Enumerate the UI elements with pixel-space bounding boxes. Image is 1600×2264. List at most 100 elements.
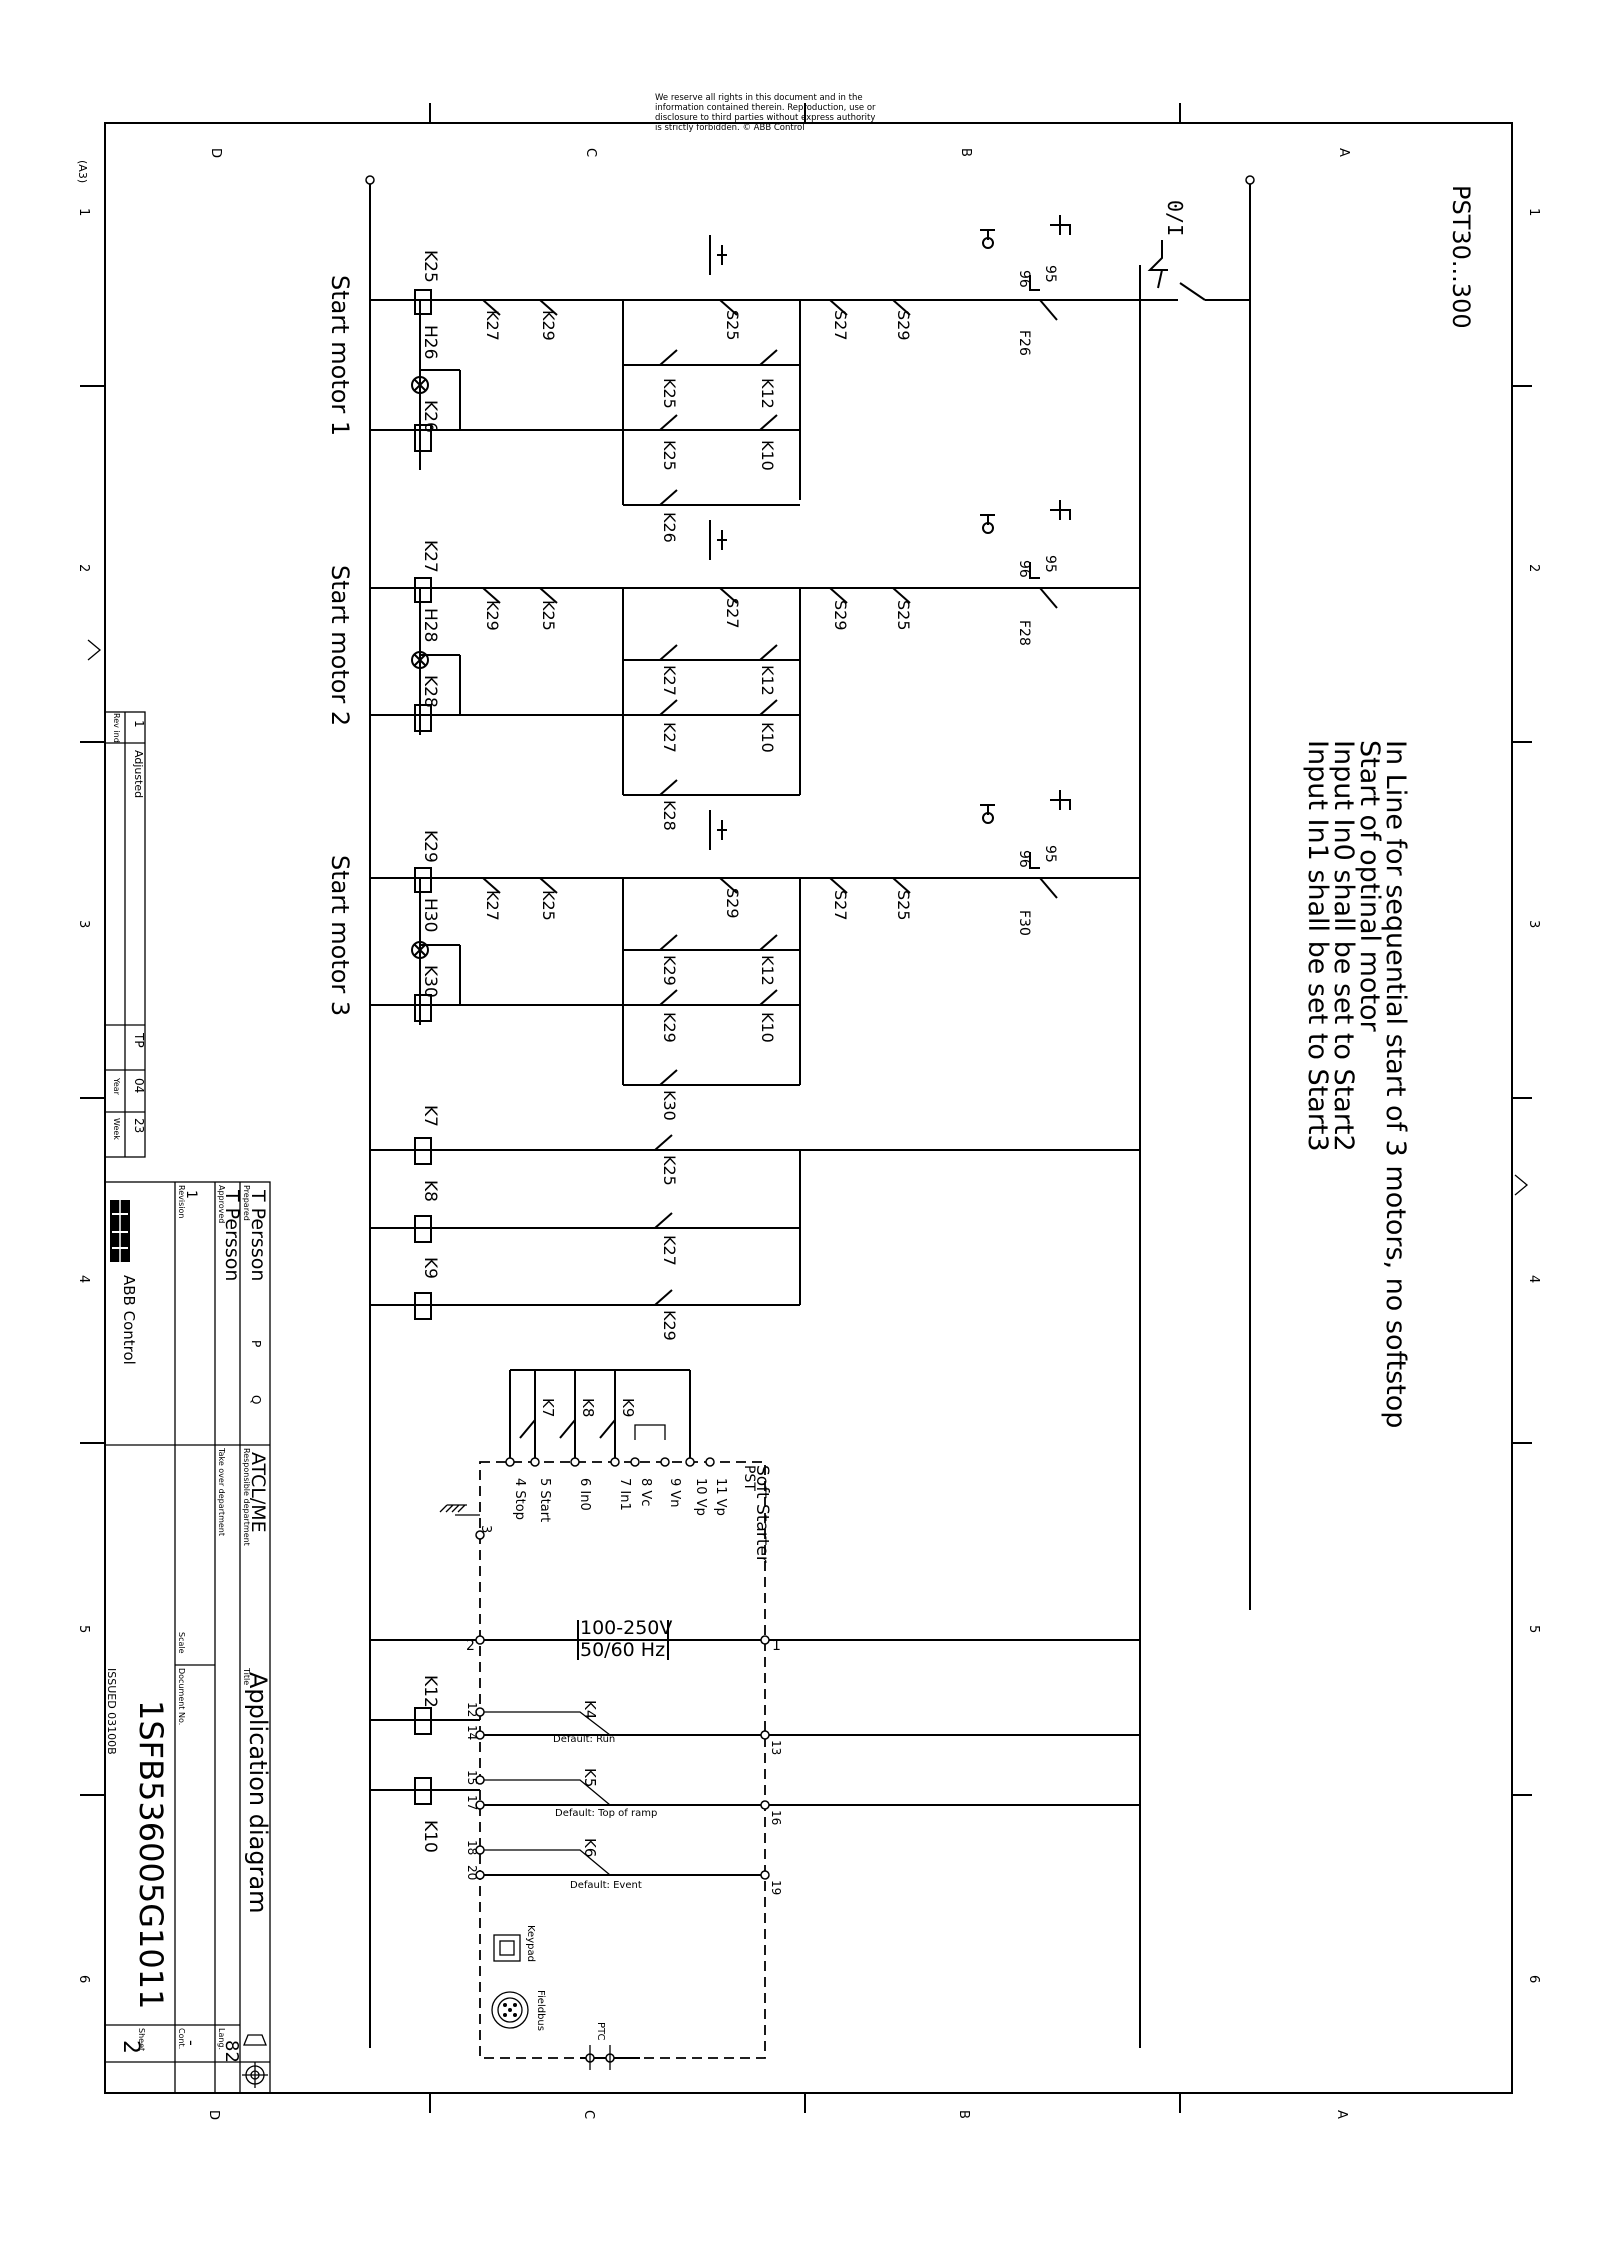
output-tb-2: 17 bbox=[465, 1795, 479, 1810]
prepared-name: T Persson bbox=[247, 1189, 269, 1281]
terminal-9: 9 Vn bbox=[667, 1478, 682, 1508]
output-label-2: Default: Top of ramp bbox=[555, 1808, 657, 1819]
zone-row-left-5: 5 bbox=[76, 1625, 91, 1633]
terminal-8: 8 Vc bbox=[638, 1478, 653, 1506]
stop-label-3b: S25 bbox=[894, 890, 913, 921]
stop-label-1b: S29 bbox=[894, 310, 913, 341]
revision-value: 1 bbox=[183, 1190, 199, 1199]
responsible-label: Responsible department bbox=[242, 1448, 251, 1546]
code-p: P bbox=[249, 1340, 263, 1347]
product-name: PST30...300 bbox=[1447, 185, 1475, 329]
lang-label: Lang. bbox=[217, 2028, 226, 2050]
zone-row-right-4: 4 bbox=[1526, 1275, 1541, 1283]
rev-year-label: Year bbox=[112, 1077, 121, 1096]
output-tout-3: 19 bbox=[769, 1880, 783, 1895]
lamp-label-2: H28 bbox=[420, 608, 440, 642]
sheet-value: 2 bbox=[118, 2040, 143, 2054]
zone-col-top-3: B bbox=[958, 148, 973, 157]
terminal-10: 10 Vp bbox=[693, 1478, 708, 1516]
fuse-a-1: 95 bbox=[1042, 265, 1058, 283]
output-tb-3: 20 bbox=[465, 1865, 479, 1880]
lamp-label-3: H30 bbox=[420, 898, 440, 932]
fuse-b-2: 96 bbox=[1016, 560, 1032, 578]
rev-week-label: Week bbox=[112, 1118, 121, 1140]
output-ta-1: 12 bbox=[465, 1702, 479, 1717]
zone-row-left-4: 4 bbox=[76, 1275, 91, 1283]
rev-description: Adjusted bbox=[132, 750, 145, 798]
notice-line-1: We reserve all rights in this document a… bbox=[655, 93, 863, 103]
terminal-5: 5 Start bbox=[537, 1478, 552, 1522]
relay-coil-k9: K9 bbox=[420, 1257, 440, 1279]
stop-label-1a: S27 bbox=[831, 310, 850, 341]
zone-row-right-2: 2 bbox=[1526, 564, 1541, 572]
terminal-11: 11 Vp bbox=[713, 1478, 728, 1516]
ptc-label: PTC bbox=[595, 2022, 606, 2041]
motor-label-1: Start motor 1 bbox=[326, 275, 354, 436]
ss-input-k9: K9 bbox=[619, 1398, 637, 1417]
relay-label-1a: K25 bbox=[660, 440, 679, 471]
output-contact-2: K5 bbox=[581, 1768, 599, 1787]
coil-label-2: K27 bbox=[420, 540, 440, 573]
responsible-dept: ATCL/ME bbox=[247, 1452, 269, 1533]
zone-column-labels: D C B A D C B A bbox=[206, 148, 1351, 2120]
ground-terminal: 3 bbox=[478, 1525, 493, 1533]
coil-label-1: K25 bbox=[420, 250, 440, 283]
series-label-1a: K27 bbox=[483, 310, 502, 341]
holding-label-2a: K27 bbox=[660, 665, 679, 696]
aux-label-3: K30 bbox=[420, 965, 440, 998]
fuse-a-2: 95 bbox=[1042, 555, 1058, 573]
zone-arrow-left bbox=[87, 639, 102, 661]
revision-table: 1 Rev ind Adjusted TP 04 Year 23 Week bbox=[104, 711, 146, 1158]
pushbutton-label-2: S27 bbox=[723, 598, 742, 629]
supply-voltage: 100-250V bbox=[580, 1617, 672, 1639]
main-switch-label: 0/I bbox=[1163, 200, 1187, 236]
holding-label-3b: K12 bbox=[758, 955, 777, 986]
output-tout-2: 16 bbox=[769, 1810, 783, 1825]
notice-line-3: disclosure to third parties without expr… bbox=[655, 113, 875, 123]
note-line-4: Input In1 shall be set to Start3 bbox=[1302, 740, 1333, 1152]
output-ta-3: 18 bbox=[465, 1840, 479, 1855]
output-tout-1: 13 bbox=[769, 1740, 783, 1755]
takeover-label: Take over department bbox=[217, 1447, 226, 1536]
note-line-2: Start of optinal motor bbox=[1354, 740, 1385, 1033]
holding-label-1a: K25 bbox=[660, 378, 679, 409]
note-line-3: Input In0 shall be set to Start2 bbox=[1328, 740, 1359, 1152]
series-label-2a: K29 bbox=[483, 600, 502, 631]
supply-buses bbox=[365, 175, 1255, 2048]
sheet-size-label: (A3) bbox=[76, 160, 89, 183]
rev-label: Rev ind bbox=[112, 713, 121, 743]
rev-value: 1 bbox=[132, 720, 146, 728]
output-label-1: Default: Run bbox=[553, 1734, 615, 1745]
lower-label-1: K26 bbox=[660, 512, 679, 543]
holding-label-2b: K12 bbox=[758, 665, 777, 696]
sheet-label: Sheet bbox=[137, 2028, 146, 2051]
zone-row-left-2: 2 bbox=[76, 564, 91, 572]
issued-code: ISSUED 03100B bbox=[105, 1668, 118, 1755]
pushbutton-label-3: S29 bbox=[723, 888, 742, 919]
series-label-2b: K25 bbox=[539, 600, 558, 631]
supply-terminal-right: 1 bbox=[772, 1638, 781, 1654]
document-number: 1SFB536005G1011 bbox=[132, 1700, 170, 2009]
projection-icon bbox=[242, 2034, 268, 2088]
series-label-3b: K25 bbox=[539, 890, 558, 921]
rev-year: 04 bbox=[132, 1078, 146, 1093]
output-label-3: Default: Event bbox=[570, 1880, 642, 1891]
notice-line-4: is strictly forbidden. © ABB Control bbox=[655, 123, 805, 133]
title-block: ABB Control Prepared T Persson P Q Appro… bbox=[104, 1181, 272, 2094]
revision-label: Revision bbox=[177, 1185, 186, 1218]
motor-label-2: Start motor 2 bbox=[326, 565, 354, 726]
terminal-6: 6 In0 bbox=[577, 1478, 592, 1511]
relay-contact-k27: K27 bbox=[660, 1235, 679, 1266]
motor-label-3: Start motor 3 bbox=[326, 855, 354, 1016]
soft-starter-subtitle: PST bbox=[741, 1465, 757, 1491]
prepared-label: Prepared bbox=[242, 1185, 251, 1221]
zone-row-right-6: 6 bbox=[1526, 1975, 1541, 1983]
zone-col-bottom-4: A bbox=[1334, 2110, 1349, 2119]
zone-row-right-5: 5 bbox=[1526, 1625, 1541, 1633]
lang-value: 82 bbox=[221, 2040, 242, 2063]
cont-value: - bbox=[182, 2040, 201, 2046]
fuse-label-2: F28 bbox=[1016, 620, 1032, 646]
lower-label-3: K30 bbox=[660, 1090, 679, 1121]
series-label-1b: K29 bbox=[539, 310, 558, 341]
output-ta-2: 15 bbox=[465, 1770, 479, 1785]
